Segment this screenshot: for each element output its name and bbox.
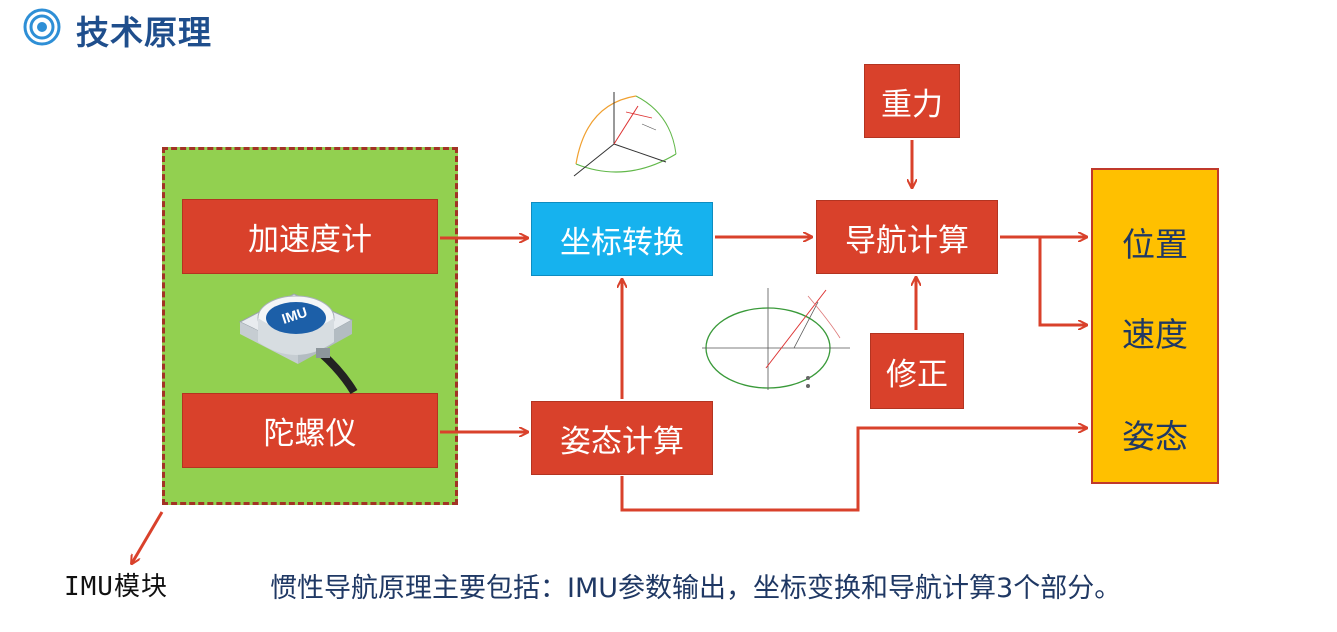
nav-calc-node: 导航计算 (816, 200, 998, 274)
output-attitude: 姿态 (1122, 417, 1188, 456)
gyroscope-block: 陀螺仪 (182, 393, 438, 468)
reference-frames-sketch (573, 92, 677, 177)
gravity-node: 重力 (864, 64, 960, 138)
imu-module-label: IMU模块 (64, 572, 168, 602)
caption: 惯性导航原理主要包括：IMU参数输出，坐标变换和导航计算3个部分。 (270, 573, 1122, 604)
accelerometer-block: 加速度计 (182, 199, 438, 274)
ellipsoid-sketch (702, 288, 850, 390)
target-icon (23, 8, 61, 46)
output-position: 位置 (1122, 225, 1188, 264)
imu-device-image: IMU (238, 293, 358, 395)
output-box (1091, 168, 1219, 484)
output-velocity: 速度 (1122, 315, 1188, 354)
attitude-calc-node: 姿态计算 (531, 401, 713, 475)
imu-device-text: IMU (280, 304, 309, 327)
coord-transform-node: 坐标转换 (531, 202, 713, 276)
correction-node: 修正 (870, 333, 964, 409)
page-title: 技术原理 (76, 13, 212, 52)
